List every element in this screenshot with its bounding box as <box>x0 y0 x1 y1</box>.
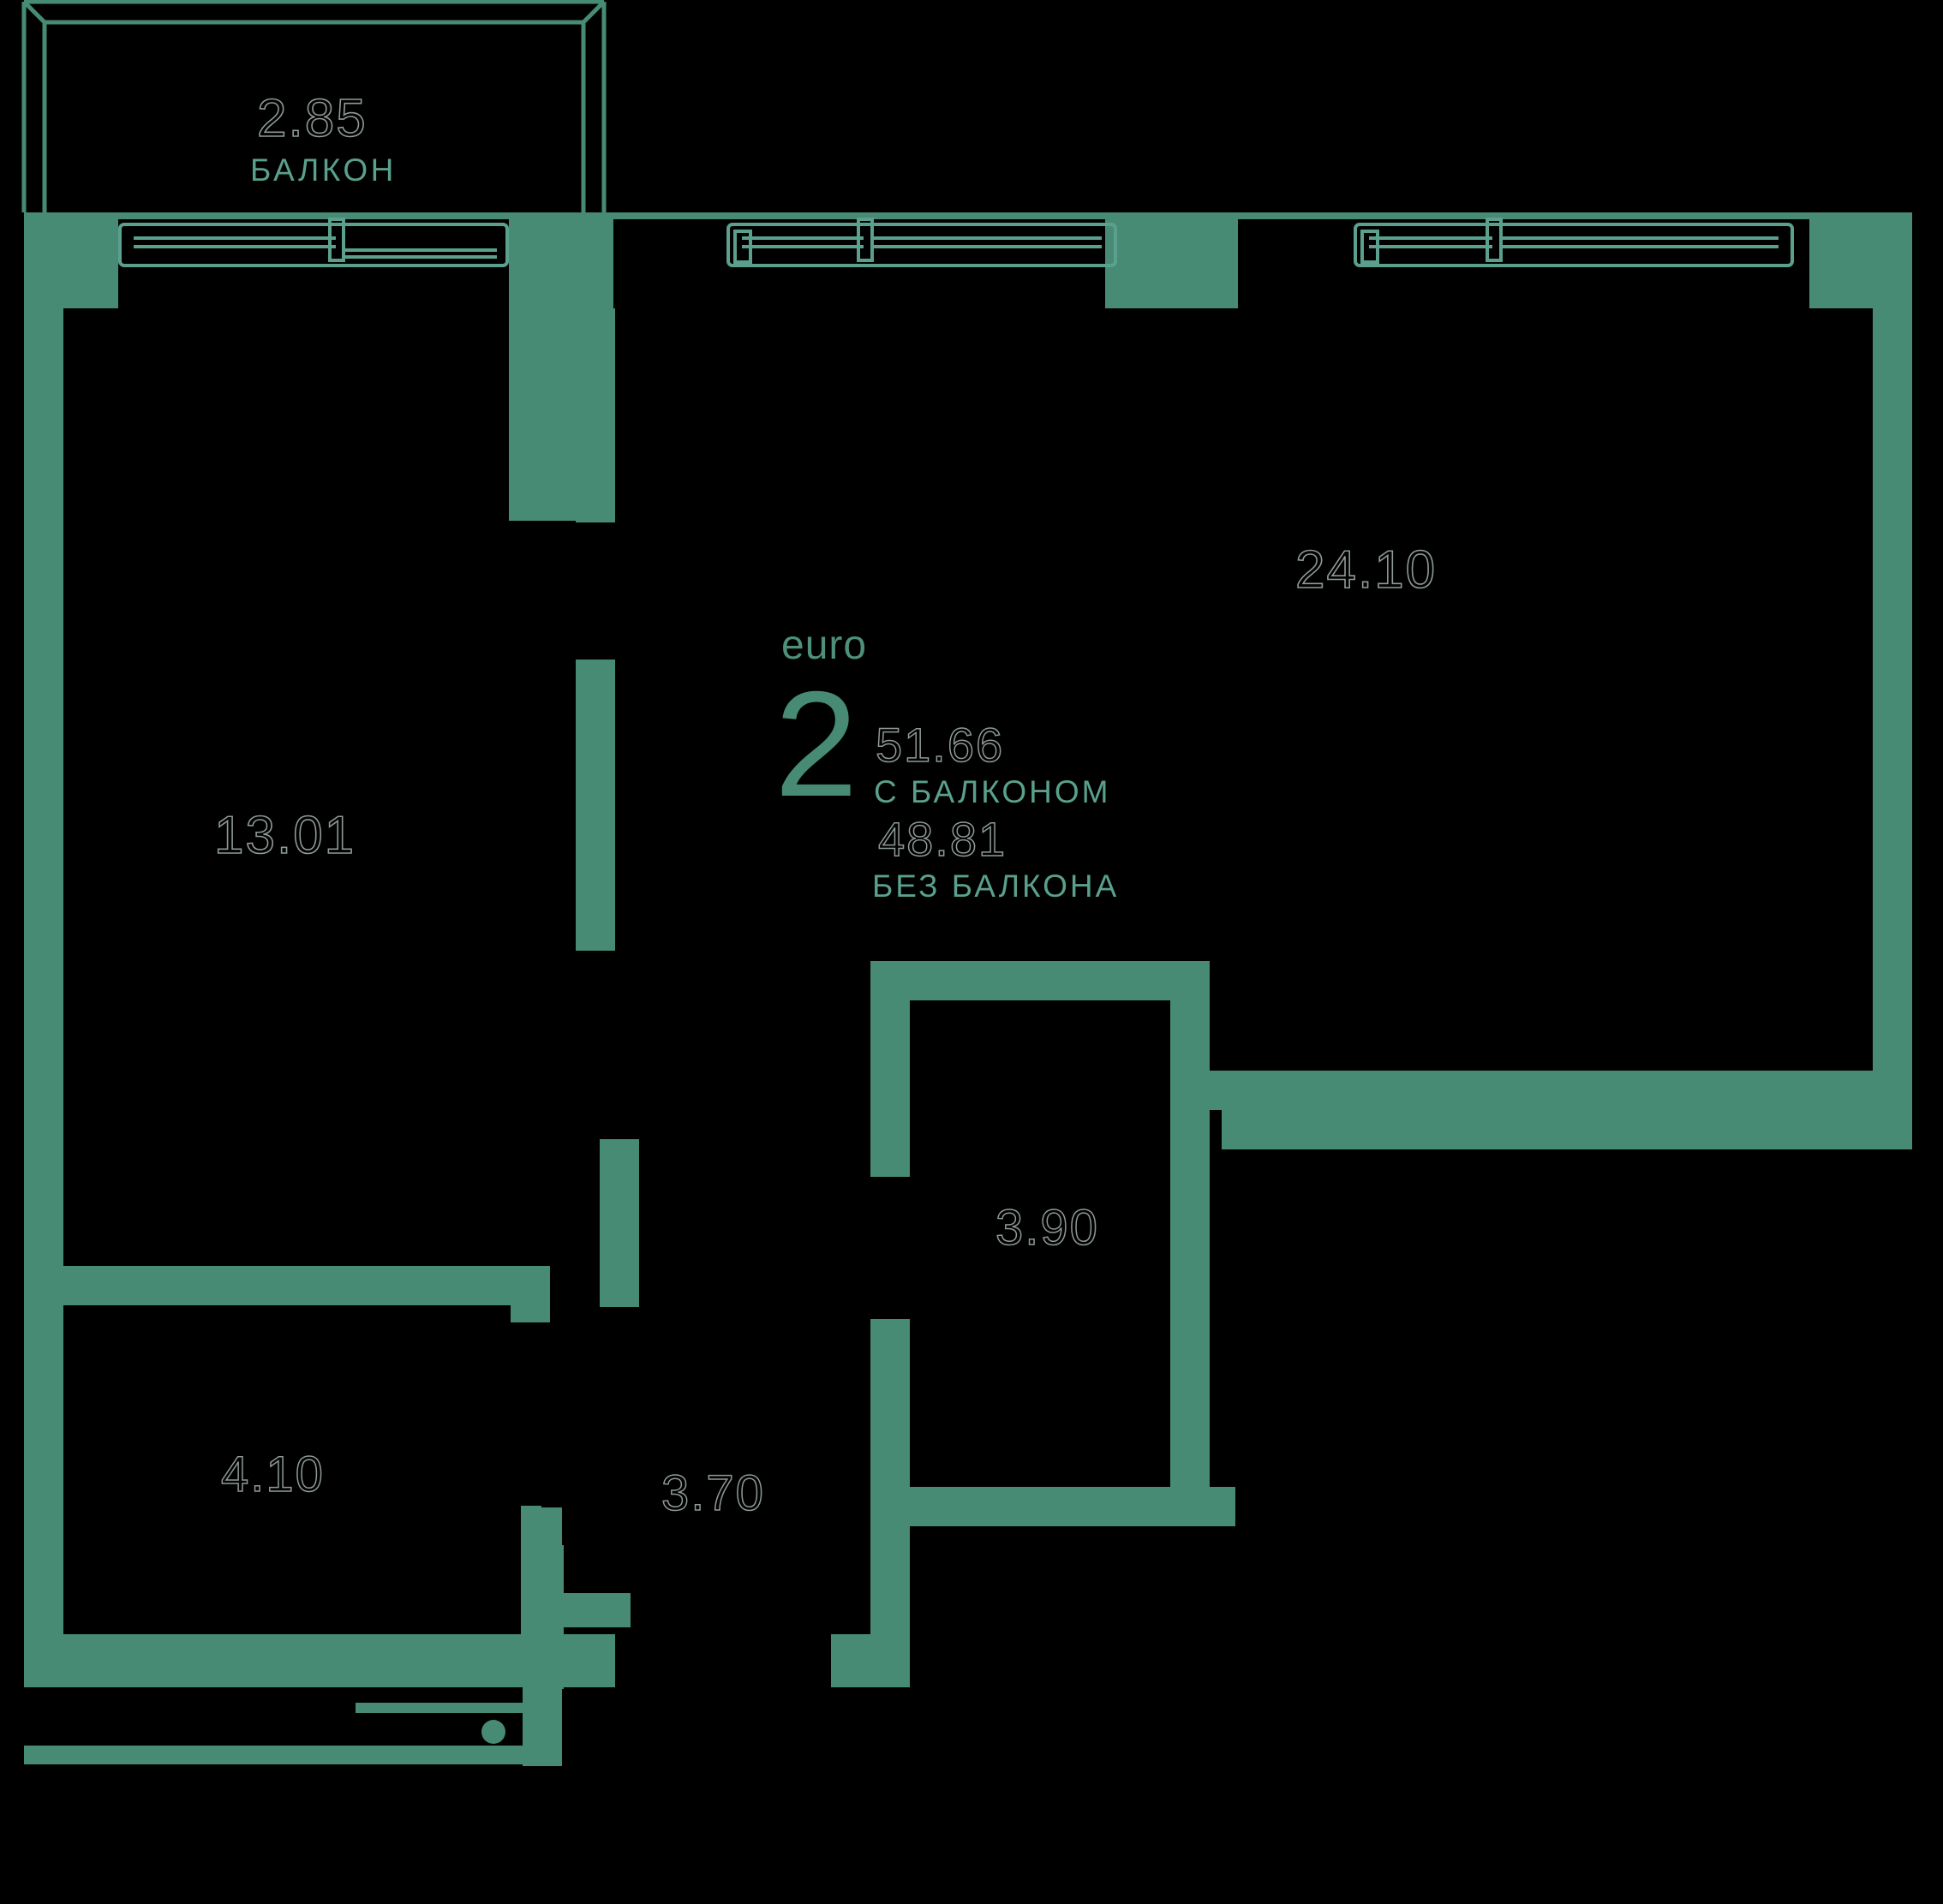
windows <box>118 218 1794 267</box>
walls <box>24 212 1912 1766</box>
balcony-outline <box>21 0 607 212</box>
door-hinges <box>481 1074 1210 1744</box>
hinge-bathroom <box>1186 1074 1210 1098</box>
hinge-entry <box>481 1720 505 1744</box>
